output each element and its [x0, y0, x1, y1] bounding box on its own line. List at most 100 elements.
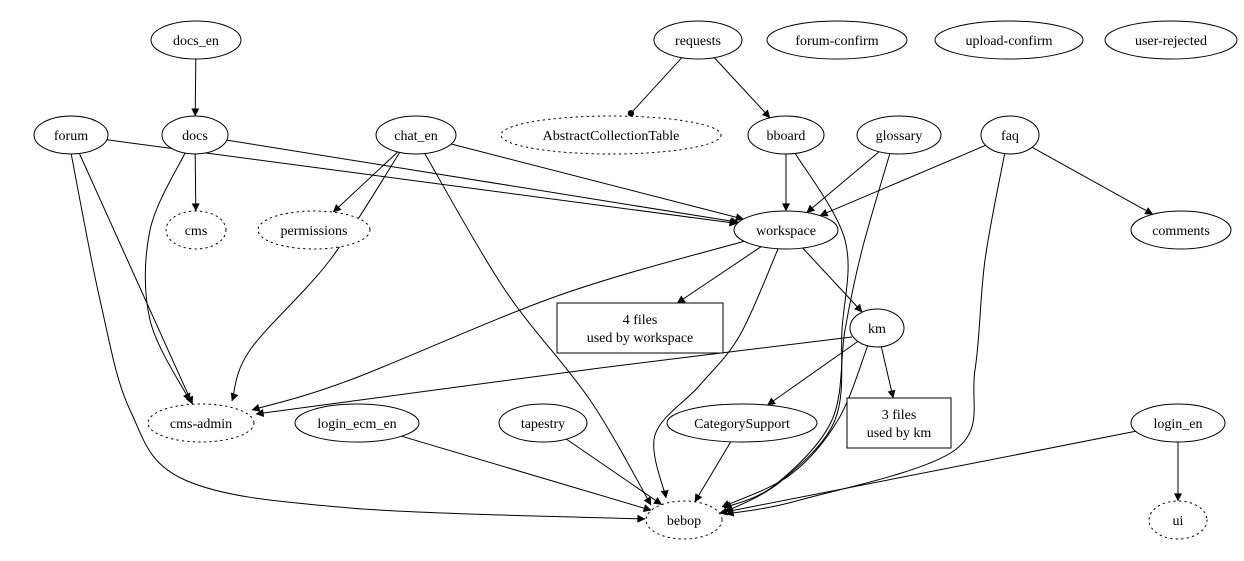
- node-ellipse-shape: [150, 20, 242, 60]
- node-label: bboard: [767, 129, 806, 144]
- edge-workspace-km: [802, 247, 863, 313]
- node-label: workspace: [756, 224, 816, 239]
- node-bboard: bboard: [747, 115, 825, 155]
- node-ellipse-shape: [666, 403, 818, 443]
- node-label: cms: [185, 224, 208, 239]
- node-label: km: [868, 322, 886, 337]
- node-ellipse-shape: [1104, 20, 1238, 60]
- node-login_ecm_en: login_ecm_en: [294, 403, 420, 443]
- node-label: 4 files: [623, 313, 658, 328]
- node-ellipse-shape: [980, 115, 1040, 155]
- edge-km-cms_admin: [255, 336, 853, 417]
- node-label: CategorySupport: [694, 417, 790, 432]
- node-label: user-rejected: [1135, 34, 1207, 49]
- edge-faq-bebop: [725, 151, 1006, 517]
- edge-login_en-bebop: [719, 430, 1136, 516]
- node-ui: ui: [1148, 500, 1208, 540]
- node-ellipse-shape: [733, 210, 839, 250]
- node-label: ui: [1173, 514, 1184, 529]
- node-ellipse-shape: [257, 210, 371, 250]
- edge-category_support-bebop: [694, 441, 732, 503]
- node-label: faq: [1001, 129, 1019, 144]
- node-upload_confirm: upload-confirm: [934, 20, 1084, 60]
- edge-chat_en-permissions: [332, 151, 399, 213]
- node-faq: faq: [980, 115, 1040, 155]
- node-label: login_ecm_en: [317, 417, 396, 432]
- node-ellipse-shape: [33, 115, 109, 155]
- node-label: AbstractCollectionTable: [543, 129, 680, 144]
- node-ellipse-shape: [747, 115, 825, 155]
- node-forum: forum: [33, 115, 109, 155]
- node-label: login_en: [1154, 417, 1203, 432]
- node-chat_en: chat_en: [375, 115, 457, 155]
- edge-docs_en-docs: [191, 58, 200, 117]
- node-comments: comments: [1130, 210, 1232, 250]
- node-box-shape: [846, 397, 952, 449]
- node-label: upload-confirm: [965, 34, 1052, 49]
- node-label: docs: [182, 129, 208, 144]
- node-forum_confirm: forum-confirm: [766, 20, 908, 60]
- edge-login_ecm_en-bebop: [401, 435, 652, 512]
- node-docs: docs: [161, 115, 229, 155]
- edge-chat_en-workspace: [451, 143, 744, 222]
- edge-glossary-workspace: [806, 151, 880, 213]
- node-label: docs_en: [173, 34, 219, 49]
- edge-bboard-bebop: [724, 152, 849, 513]
- node-label: forum: [54, 129, 88, 144]
- node-label: 3 files: [882, 408, 917, 423]
- edge-workspace-bebop: [653, 248, 779, 499]
- node-ellipse-shape: [645, 500, 723, 540]
- node-label: forum-confirm: [795, 34, 878, 49]
- node-ellipse-shape: [294, 403, 420, 443]
- edge-requests-abstract_collection_table: [627, 57, 683, 117]
- node-category_support: CategorySupport: [666, 403, 818, 443]
- node-requests: requests: [653, 20, 743, 60]
- edge-workspace-cms_admin: [251, 240, 746, 412]
- node-label: permissions: [281, 224, 348, 239]
- node-ellipse-shape: [1130, 403, 1226, 443]
- node-ellipse-shape: [375, 115, 457, 155]
- edge-chat_en-bebop: [424, 153, 652, 506]
- node-label: used by workspace: [587, 331, 694, 346]
- edge-glossary-bebop: [723, 152, 891, 509]
- node-label: comments: [1152, 224, 1210, 239]
- edge-km-bebop: [721, 344, 869, 508]
- edge-tapestry-bebop: [566, 438, 663, 506]
- node-ellipse-shape: [934, 20, 1084, 60]
- edge-km-category_support: [767, 340, 859, 406]
- node-km: km: [849, 308, 905, 348]
- node-files4: 4 files used by workspace: [556, 302, 724, 354]
- edge-requests-bboard: [713, 57, 771, 119]
- node-glossary: glossary: [856, 115, 942, 155]
- edge-docs-cms_admin: [144, 152, 191, 402]
- edge-km-files3: [880, 346, 896, 399]
- node-ellipse-shape: [766, 20, 908, 60]
- graph-nodes: docs_en requests forum-confirm upload-confi…: [33, 20, 1238, 540]
- edge-faq-workspace: [819, 144, 986, 217]
- node-ellipse-shape: [500, 115, 722, 155]
- node-ellipse-shape: [498, 403, 588, 443]
- graph-edges: [70, 57, 1182, 523]
- node-permissions: permissions: [257, 210, 371, 250]
- node-label: chat_en: [394, 129, 438, 144]
- node-label: cms-admin: [170, 417, 232, 432]
- node-ellipse-shape: [161, 115, 229, 155]
- node-label: requests: [675, 34, 721, 49]
- node-label: glossary: [876, 129, 923, 144]
- edge-faq-comments: [1031, 146, 1154, 215]
- node-login_en: login_en: [1130, 403, 1226, 443]
- node-tapestry: tapestry: [498, 403, 588, 443]
- node-ellipse-shape: [1130, 210, 1232, 250]
- edge-chat_en-cms_admin: [230, 151, 401, 402]
- node-label: used by km: [867, 426, 932, 441]
- node-files3: 3 files used by km: [846, 397, 952, 449]
- edge-workspace-files4: [676, 246, 762, 304]
- node-ellipse-shape: [165, 210, 227, 250]
- node-label: bebop: [667, 514, 701, 529]
- node-ellipse-shape: [147, 403, 255, 443]
- edge-forum-workspace: [106, 139, 738, 227]
- node-abstract_collection_table: AbstractCollectionTable: [500, 115, 722, 155]
- node-user_rejected: user-rejected: [1104, 20, 1238, 60]
- node-cms: cms: [165, 210, 227, 250]
